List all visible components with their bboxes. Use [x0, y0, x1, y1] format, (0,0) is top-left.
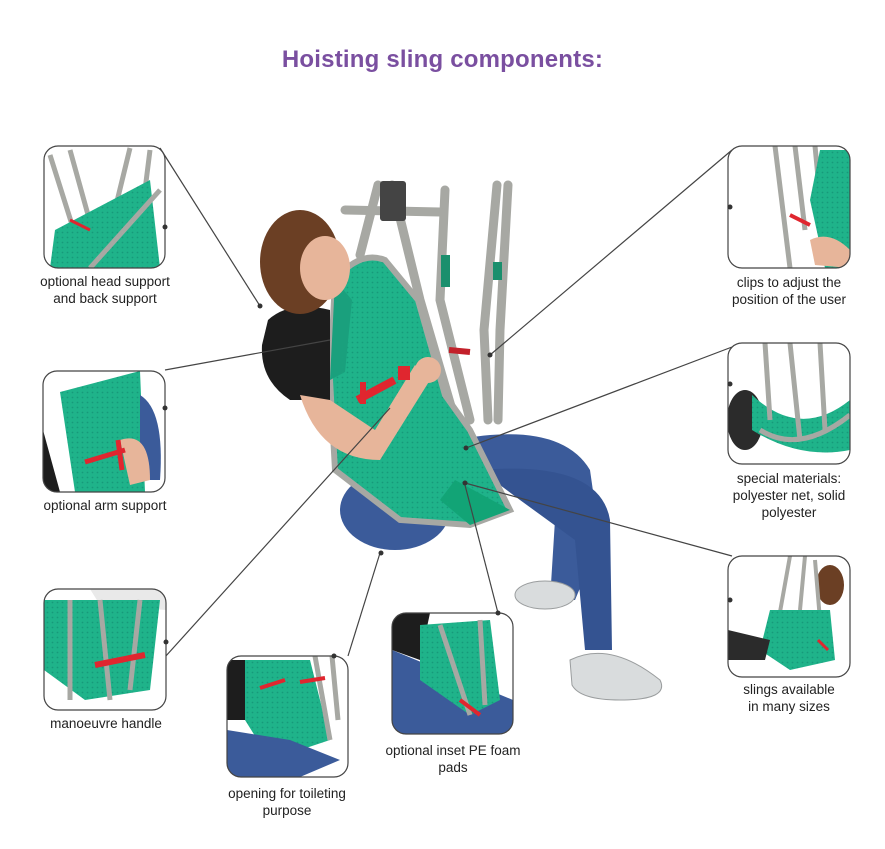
person: [260, 210, 441, 460]
manoeuvre-handle-red: [355, 366, 410, 404]
label-manoeuvre-handle: manoeuvre handle: [50, 716, 162, 731]
label-foam-pads: optional inset PE foam pads: [385, 743, 521, 775]
thumb-foam-pads: [392, 613, 513, 734]
strap-clip: [493, 262, 502, 280]
label-head-support: optional head support and back support: [40, 274, 170, 306]
strap-clip: [441, 255, 450, 287]
label-arm-support: optional arm support: [43, 498, 167, 513]
callout-dots: [257, 303, 493, 556]
label-materials: special materials: polyester net, solid …: [732, 471, 846, 520]
label-clips: clips to adjust the position of the user: [731, 275, 847, 307]
foam-pad: [440, 480, 510, 525]
label-sizes: slings available in many sizes: [743, 682, 835, 714]
head-support-panel: [330, 280, 352, 380]
thumb-arm-support: [43, 371, 165, 492]
thumb-sizes: [728, 556, 850, 677]
red-clip: [448, 347, 471, 355]
label-toileting-opening: opening for toileting purpose: [228, 786, 346, 818]
thumb-clips: [728, 146, 850, 268]
thumb-manoeuvre-handle: [44, 589, 166, 710]
thumb-materials: [728, 343, 850, 464]
callout-lines: [159, 147, 733, 658]
thumb-toileting-opening: [227, 656, 348, 777]
page-title: Hoisting sling components:: [281, 46, 604, 73]
spreader-bar-hook: [380, 181, 406, 221]
thumb-head-support: [44, 146, 165, 268]
